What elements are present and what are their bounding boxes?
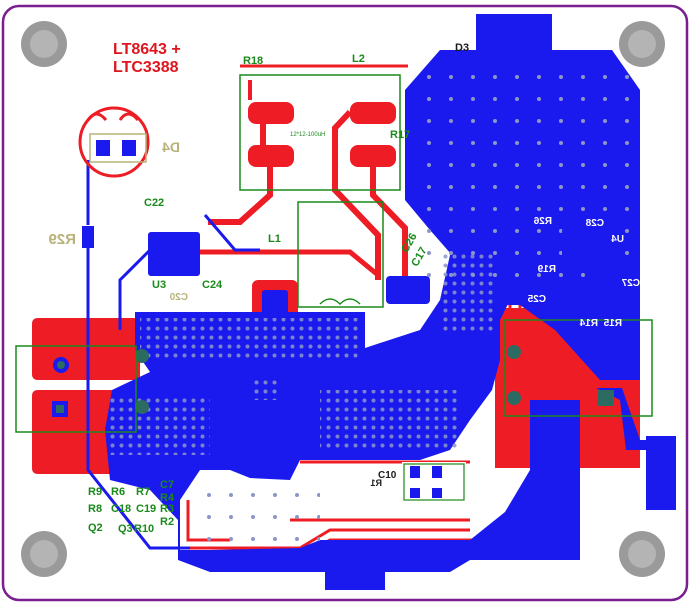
bottom-side-labels: D4 R29 C20 C15 R26 C28 U4 R19 C27 C25 R1… xyxy=(48,139,640,519)
label-r17: R17 xyxy=(390,129,410,141)
l2-outline xyxy=(239,74,401,191)
right-connector-outline xyxy=(504,319,653,417)
label-q3: Q3 xyxy=(118,523,133,535)
label-c27: C27 xyxy=(621,278,640,289)
mount-hole-top-right xyxy=(619,21,665,67)
left-connector-outline xyxy=(15,345,137,433)
label-c7: C7 xyxy=(160,479,174,491)
label-r29: R29 xyxy=(48,231,76,248)
label-c24: C24 xyxy=(202,279,223,291)
bottom-copper-layer xyxy=(52,14,676,590)
label-r1: R1 xyxy=(370,478,382,488)
label-r26: R26 xyxy=(533,216,552,227)
d4-pad-left xyxy=(96,140,110,156)
l2-pad-left-bottom xyxy=(248,145,294,167)
label-r10: R10 xyxy=(134,523,154,535)
mount-hole-top-left xyxy=(21,21,67,67)
mount-hole-bottom-right xyxy=(619,531,665,577)
label-r19: R19 xyxy=(537,264,556,275)
d4-outline xyxy=(78,106,150,178)
u3-copper xyxy=(148,232,200,276)
label-r14: R14 xyxy=(579,318,598,329)
label-c25: C25 xyxy=(527,294,546,305)
pad-right-a xyxy=(507,345,521,359)
label-c9: C9 xyxy=(469,480,482,491)
label-r3: R3 xyxy=(160,503,174,515)
label-d1: D1 xyxy=(417,508,430,519)
label-l1: L1 xyxy=(268,233,281,245)
label-r9: R9 xyxy=(88,486,102,498)
label-c22: C22 xyxy=(144,197,164,209)
trace-l1 xyxy=(200,249,380,277)
l2-pad-left-top xyxy=(248,102,294,124)
left-connector-pad-top xyxy=(32,318,140,380)
label-c10: C10 xyxy=(378,470,397,481)
trace-l2-left xyxy=(208,167,273,225)
d4-pad-right xyxy=(122,140,136,156)
mount-holes xyxy=(21,21,665,577)
label-u4: U4 xyxy=(611,234,624,245)
trace-l2-right xyxy=(370,167,408,290)
label-u3: U3 xyxy=(152,279,166,291)
l1-pad-inner xyxy=(262,290,288,316)
label-c19: C19 xyxy=(136,503,156,515)
right-connector-tab xyxy=(646,436,676,510)
u4-copper xyxy=(562,228,610,264)
l2-pad-right-top xyxy=(350,102,396,124)
l1-outline xyxy=(297,201,384,308)
pad-mid-top xyxy=(135,349,149,363)
label-r6: R6 xyxy=(111,486,125,498)
title-line-1: LT8643 + xyxy=(113,41,181,58)
pad-right-b xyxy=(507,391,521,405)
copper-pour-d3-tab xyxy=(476,14,552,54)
c27-copper xyxy=(600,258,630,280)
label-r4: R4 xyxy=(160,492,175,504)
label-r8: R8 xyxy=(88,503,102,515)
label-c18: C18 xyxy=(111,503,131,515)
title-block: LT8643 + LTC3388 xyxy=(113,41,181,76)
bottom-thin-traces xyxy=(86,160,260,550)
r29-pad xyxy=(82,226,94,248)
label-r15: R15 xyxy=(603,318,622,329)
label-d4: D4 xyxy=(162,139,180,155)
label-l2: L2 xyxy=(352,53,365,65)
mount-hole-bottom-left xyxy=(21,531,67,577)
inductor-note: 12*12-100uH xyxy=(290,132,325,138)
pad-right-c xyxy=(598,390,614,406)
label-d3: D3 xyxy=(455,42,469,54)
l2-pad-right-bottom xyxy=(350,145,396,167)
label-r2: R2 xyxy=(160,516,174,528)
l1-via-pad xyxy=(386,276,430,304)
pad-mid-bottom xyxy=(135,400,149,414)
label-r7: R7 xyxy=(136,486,150,498)
label-r18: R18 xyxy=(243,55,263,67)
component-labels: R18 L2 D3 R17 C22 L1 C26 C17 U3 C24 C7 R… xyxy=(88,42,469,535)
label-c15: C15 xyxy=(381,310,400,321)
label-c28: C28 xyxy=(585,218,604,229)
label-q2: Q2 xyxy=(88,522,103,534)
label-c20: C20 xyxy=(169,292,188,303)
title-line-2: LTC3388 xyxy=(113,59,179,76)
silkscreen-layer xyxy=(15,74,653,501)
